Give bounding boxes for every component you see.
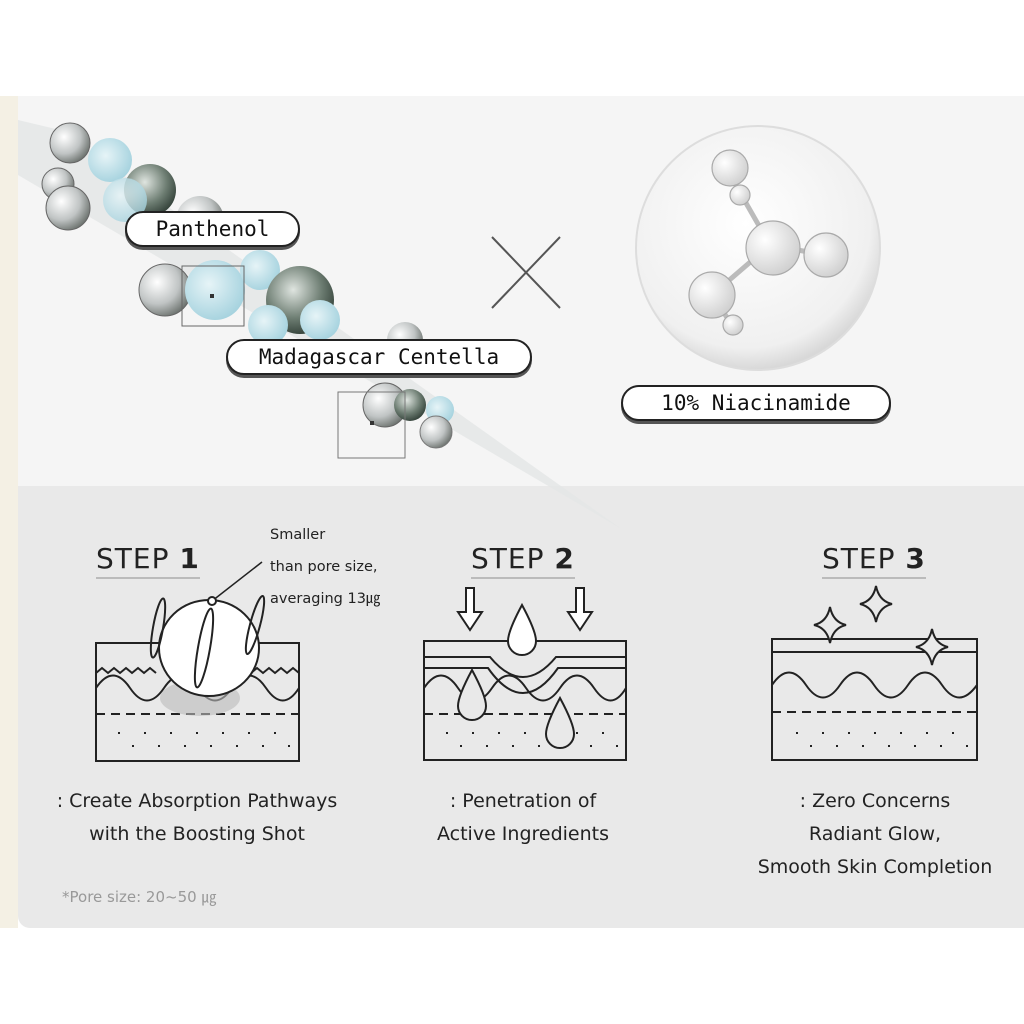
ingredient-label-niacinamide: 10% Niacinamide bbox=[621, 385, 891, 421]
molecule-dish-image bbox=[635, 125, 881, 371]
particle-size-annotation: Smaller than pore size, averaging 13㎍ bbox=[270, 519, 380, 615]
left-edge-strip bbox=[0, 96, 18, 928]
caption-line: with the Boosting Shot bbox=[89, 823, 305, 845]
step-2-diagram bbox=[423, 587, 627, 761]
particle-stream-image bbox=[18, 120, 620, 528]
step-3-caption: : Zero Concerns Radiant Glow, Smooth Ski… bbox=[735, 785, 1015, 884]
annotation-line: averaging 13㎍ bbox=[270, 591, 381, 607]
caption-line: : Zero Concerns bbox=[799, 790, 951, 812]
times-icon bbox=[491, 236, 561, 309]
step-1-title: STEP 1 bbox=[96, 542, 200, 579]
step-1-diagram bbox=[95, 561, 300, 762]
ingredient-label-centella: Madagascar Centella bbox=[226, 339, 532, 375]
step-3-diagram bbox=[771, 585, 978, 761]
caption-line: : Create Absorption Pathways bbox=[56, 790, 338, 812]
caption-line: : Penetration of bbox=[449, 790, 597, 812]
ingredient-label-panthenol: Panthenol bbox=[125, 211, 300, 247]
pore-size-footnote: *Pore size: 20~50 ㎍ bbox=[62, 888, 217, 906]
annotation-line: Smaller bbox=[270, 527, 326, 543]
annotation-line: than pore size, bbox=[270, 559, 378, 575]
step-2-caption: : Penetration of Active Ingredients bbox=[393, 785, 653, 851]
caption-line: Active Ingredients bbox=[436, 823, 610, 845]
caption-line: Smooth Skin Completion bbox=[757, 856, 993, 878]
step-2-title: STEP 2 bbox=[471, 542, 575, 579]
step-3-title: STEP 3 bbox=[822, 542, 926, 579]
step-1-caption: : Create Absorption Pathways with the Bo… bbox=[37, 785, 357, 851]
caption-line: Radiant Glow, bbox=[808, 823, 942, 845]
